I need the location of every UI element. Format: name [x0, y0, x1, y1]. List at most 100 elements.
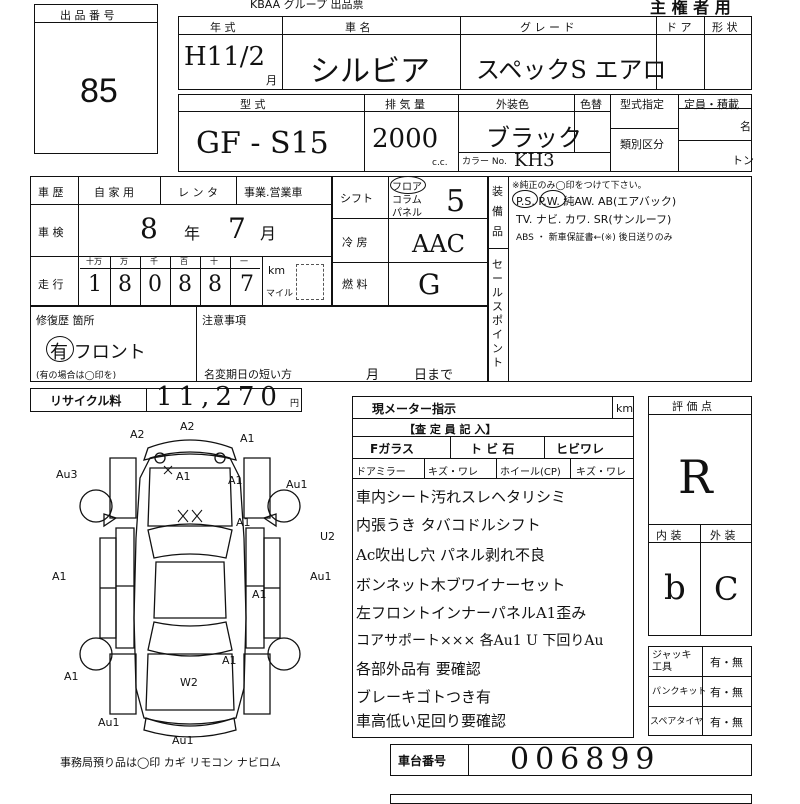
shift-option-column[interactable]: コラム [392, 195, 422, 206]
damage-mark: A1 [52, 570, 67, 583]
score-value: R [678, 450, 713, 504]
repair-label: 修復歴 箇所 [36, 314, 95, 327]
inspector-note: コアサポート××× 各Au1 U 下回りAu [356, 633, 604, 649]
damage-mark: U2 [320, 530, 336, 543]
shift-label: シフト [340, 192, 373, 205]
mileage-digit: 1 [88, 272, 102, 297]
digit-label-100k: 十万 [86, 257, 102, 266]
inspector-note: ボンネット木ブワイナーセット [356, 576, 566, 594]
inspector-note: 左フロントインナーパネルA1歪み [356, 604, 587, 622]
shift-value: 5 [446, 184, 466, 219]
inspection-year: 8 [140, 212, 158, 245]
mileage-digit: 8 [118, 272, 132, 297]
mileage-label: 走 行 [38, 278, 64, 291]
jack-label: ジャッキ工具 [652, 650, 692, 673]
unit-name: 名 [740, 120, 751, 133]
color-change-label: 色替 [580, 98, 602, 111]
chassis-label: 車台番号 [398, 754, 447, 768]
meter-unit: km [616, 402, 634, 415]
year-unit: 月 [266, 74, 277, 87]
damage-mark: Au1 [172, 734, 194, 747]
history-option-rental[interactable]: レ ン タ [178, 186, 218, 199]
damage-mark: A1 [228, 474, 243, 487]
history-label: 車 歴 [38, 186, 64, 199]
digit-label-100: 百 [180, 257, 188, 266]
bottom-strip [390, 794, 752, 804]
mileage-unit-mile: マイル [266, 289, 294, 299]
history-option-business[interactable]: 事業.営業車 [244, 186, 303, 199]
wheel-label: ホイール(CP) [500, 467, 561, 478]
recycle-section [30, 388, 302, 412]
score-label: 評 価 点 [672, 400, 712, 413]
fuel-label: 燃 料 [342, 278, 368, 291]
year-label: 年 式 [210, 21, 236, 34]
puncture-option[interactable]: 有・無 [710, 686, 743, 699]
fuel-value: G [418, 268, 441, 301]
shift-option-panel[interactable]: パネル [392, 208, 422, 219]
spare-option[interactable]: 有・無 [710, 716, 743, 729]
equipment-line3[interactable]: ABS ・ 新車保証書←(※) 後日送りのみ [516, 233, 673, 243]
equipment-line2[interactable]: TV. ナビ. カワ. SR(サンルーフ) [516, 213, 672, 226]
lot-label: 出 品 番 号 [60, 9, 115, 22]
spec-label: 型式指定 [620, 98, 664, 111]
damage-mark: Au1 [286, 478, 308, 491]
inspection-month: 7 [228, 212, 246, 245]
digit-label-1k: 千 [150, 257, 158, 266]
digit-label-10k: 万 [120, 257, 128, 266]
mileage-unit-km: km [268, 264, 286, 277]
capacity-label: 定員・積載 [684, 98, 739, 111]
displacement-unit: c.c. [432, 158, 448, 168]
mileage-unit-box [296, 264, 324, 300]
spare-label: スペアタイヤ [650, 717, 704, 727]
lot-box [34, 4, 158, 154]
repair-section [30, 306, 488, 382]
damage-mark: A1 [222, 654, 237, 667]
model-value: GF - S15 [196, 126, 329, 161]
digit-label-1: 一 [240, 257, 248, 266]
header-top-text: KBAA グループ 出品票 [250, 0, 364, 11]
exterior-label: 外 装 [710, 529, 736, 542]
grade-label: グ レ ー ド [520, 21, 575, 34]
equipment-label: 装 備 品 [492, 185, 503, 238]
damage-mark: Au3 [56, 468, 78, 481]
grade-value: スペックS エアロ [476, 56, 667, 84]
vehicle-row2 [178, 94, 752, 172]
mileage-digit: 0 [148, 272, 162, 297]
puncture-label: パンクキット [652, 687, 707, 697]
damage-mark: A1 [176, 470, 191, 483]
stone-chip-label: ト ビ 石 [470, 442, 515, 456]
repair-note: (有の場合は◯印を) [36, 371, 117, 381]
class-label: 類別区分 [620, 138, 664, 151]
exterior-value: C [714, 570, 739, 608]
caution-label: 注意事項 [202, 314, 246, 327]
door-label: ド ア [666, 21, 692, 34]
damage-mark: W2 [180, 676, 198, 689]
interior-label: 内 装 [656, 529, 682, 542]
damage-mark: A1 [236, 516, 251, 529]
mileage-digit: 7 [240, 272, 254, 297]
displacement-value: 2000 [372, 124, 439, 154]
crack-label: ヒビワレ [556, 442, 605, 456]
mileage-digit: 8 [208, 272, 222, 297]
recycle-label: リサイクル料 [50, 394, 122, 408]
equipment-note: ※純正のみ◯印をつけて下さい。 [512, 181, 647, 191]
mileage-digit: 8 [178, 272, 192, 297]
aircon-value: AAC [412, 230, 466, 258]
wheel-damage-label: キズ・ワレ [576, 467, 626, 478]
model-label: 型 式 [240, 98, 266, 111]
color-label: 外装色 [496, 98, 529, 111]
unit-ton: トン [732, 154, 754, 167]
tools-section [648, 646, 752, 736]
history-option-private[interactable]: 自 家 用 [94, 186, 134, 199]
interior-value: b [664, 568, 686, 608]
f-glass-label: Fガラス [370, 442, 414, 456]
history-section [30, 176, 332, 306]
color-value: ブラック [486, 124, 582, 152]
jack-option[interactable]: 有・無 [710, 656, 743, 669]
displacement-label: 排 気 量 [385, 98, 425, 111]
shape-label: 形 状 [712, 21, 738, 34]
inspector-note: 内張うき タバコドルシフト [356, 516, 541, 534]
ps-circle [512, 190, 538, 208]
inspector-section [352, 396, 634, 738]
damage-mark: A2 [130, 428, 145, 441]
